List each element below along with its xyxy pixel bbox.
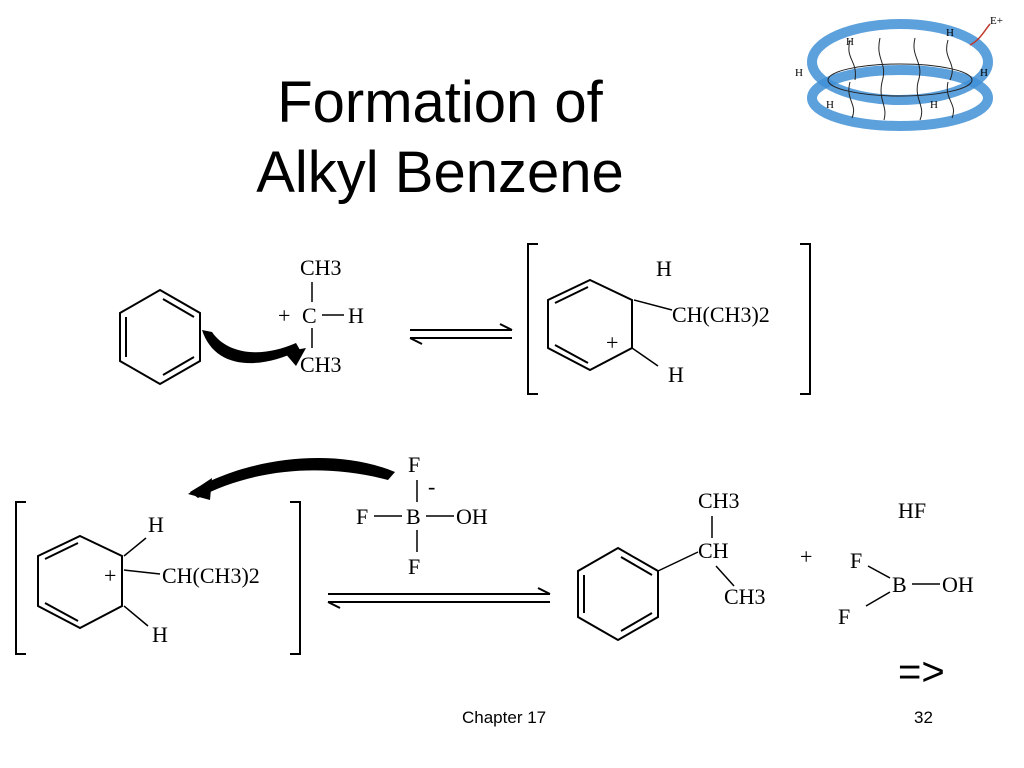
arrow-head: [188, 478, 212, 500]
ring-hydrogen: H: [668, 362, 684, 387]
bracket-right: [800, 243, 811, 395]
methyl-label: CH3: [300, 352, 342, 377]
title-line-1: Formation of: [277, 70, 603, 135]
sp3-hydrogen: H: [148, 512, 164, 537]
bracket-left: [527, 243, 538, 395]
orbital-h-label: H: [980, 67, 988, 79]
fluorine-label: F: [408, 554, 420, 579]
orbital-h-label: H: [946, 27, 954, 39]
page-number: 32: [914, 708, 933, 727]
electrophile-arrow: [969, 23, 991, 46]
fluorine-label: F: [838, 604, 850, 629]
orbital-h-label: H: [846, 36, 854, 48]
fluorine-label: F: [408, 452, 420, 477]
arrow-head: [284, 348, 306, 366]
methyl-label: CH3: [698, 488, 740, 513]
p-orbital-lobes: [848, 37, 954, 121]
plus-sign: +: [800, 544, 812, 569]
fluorine-label: F: [850, 548, 862, 573]
carbocation-hydrogen: H: [348, 303, 364, 328]
upper-pi-ring: [807, 19, 993, 105]
carbocation-charge: +: [278, 303, 290, 328]
slide-title: Formation of Alkyl Benzene: [180, 68, 700, 208]
boron-label: B: [406, 504, 421, 529]
electrophile-label: E+: [990, 15, 1003, 27]
benzene-ring: [119, 288, 201, 386]
arenium-ring-2: [37, 534, 123, 630]
orbital-h-label: H: [826, 99, 834, 111]
arenium-ring: [547, 278, 633, 372]
isopropyl-substituent: CH(CH3)2: [162, 563, 260, 588]
methine-label: CH: [698, 538, 729, 563]
ring-hydrogen: H: [152, 622, 168, 647]
methyl-label: CH3: [724, 584, 766, 609]
sp3-hydrogen: H: [656, 256, 672, 281]
orbital-h-label: H: [930, 99, 938, 111]
deprotonation-arrow: [190, 458, 395, 498]
methyl-label: CH3: [300, 255, 342, 280]
cumene-ring: [577, 546, 659, 642]
title-line-2: Alkyl Benzene: [256, 140, 624, 205]
sigma-framework: [827, 63, 973, 97]
next-slide-link[interactable]: =>: [898, 650, 945, 694]
bracket-left-2: [15, 501, 26, 655]
fluorine-label: F: [356, 504, 368, 529]
anion-charge: -: [428, 474, 435, 499]
pi-orbital-illustration: H H H H H H E+: [795, 15, 1003, 131]
isopropyl-substituent: CH(CH3)2: [672, 302, 770, 327]
carbocation-carbon: C: [302, 303, 317, 328]
hydroxyl-label: OH: [456, 504, 488, 529]
arenium-charge: +: [104, 563, 116, 588]
hydroxyl-label: OH: [942, 572, 974, 597]
equilibrium-arrows: [409, 323, 513, 345]
hydrogen-fluoride: HF: [898, 498, 926, 523]
lower-pi-ring: [807, 65, 993, 131]
bracket-right-2: [290, 501, 301, 655]
chapter-footer: Chapter 17: [462, 708, 547, 727]
arenium-charge: +: [606, 330, 618, 355]
boron-label: B: [892, 572, 907, 597]
equilibrium-arrows-2: [327, 587, 551, 609]
orbital-h-label: H: [795, 67, 803, 79]
curved-electron-arrow: [202, 330, 300, 364]
